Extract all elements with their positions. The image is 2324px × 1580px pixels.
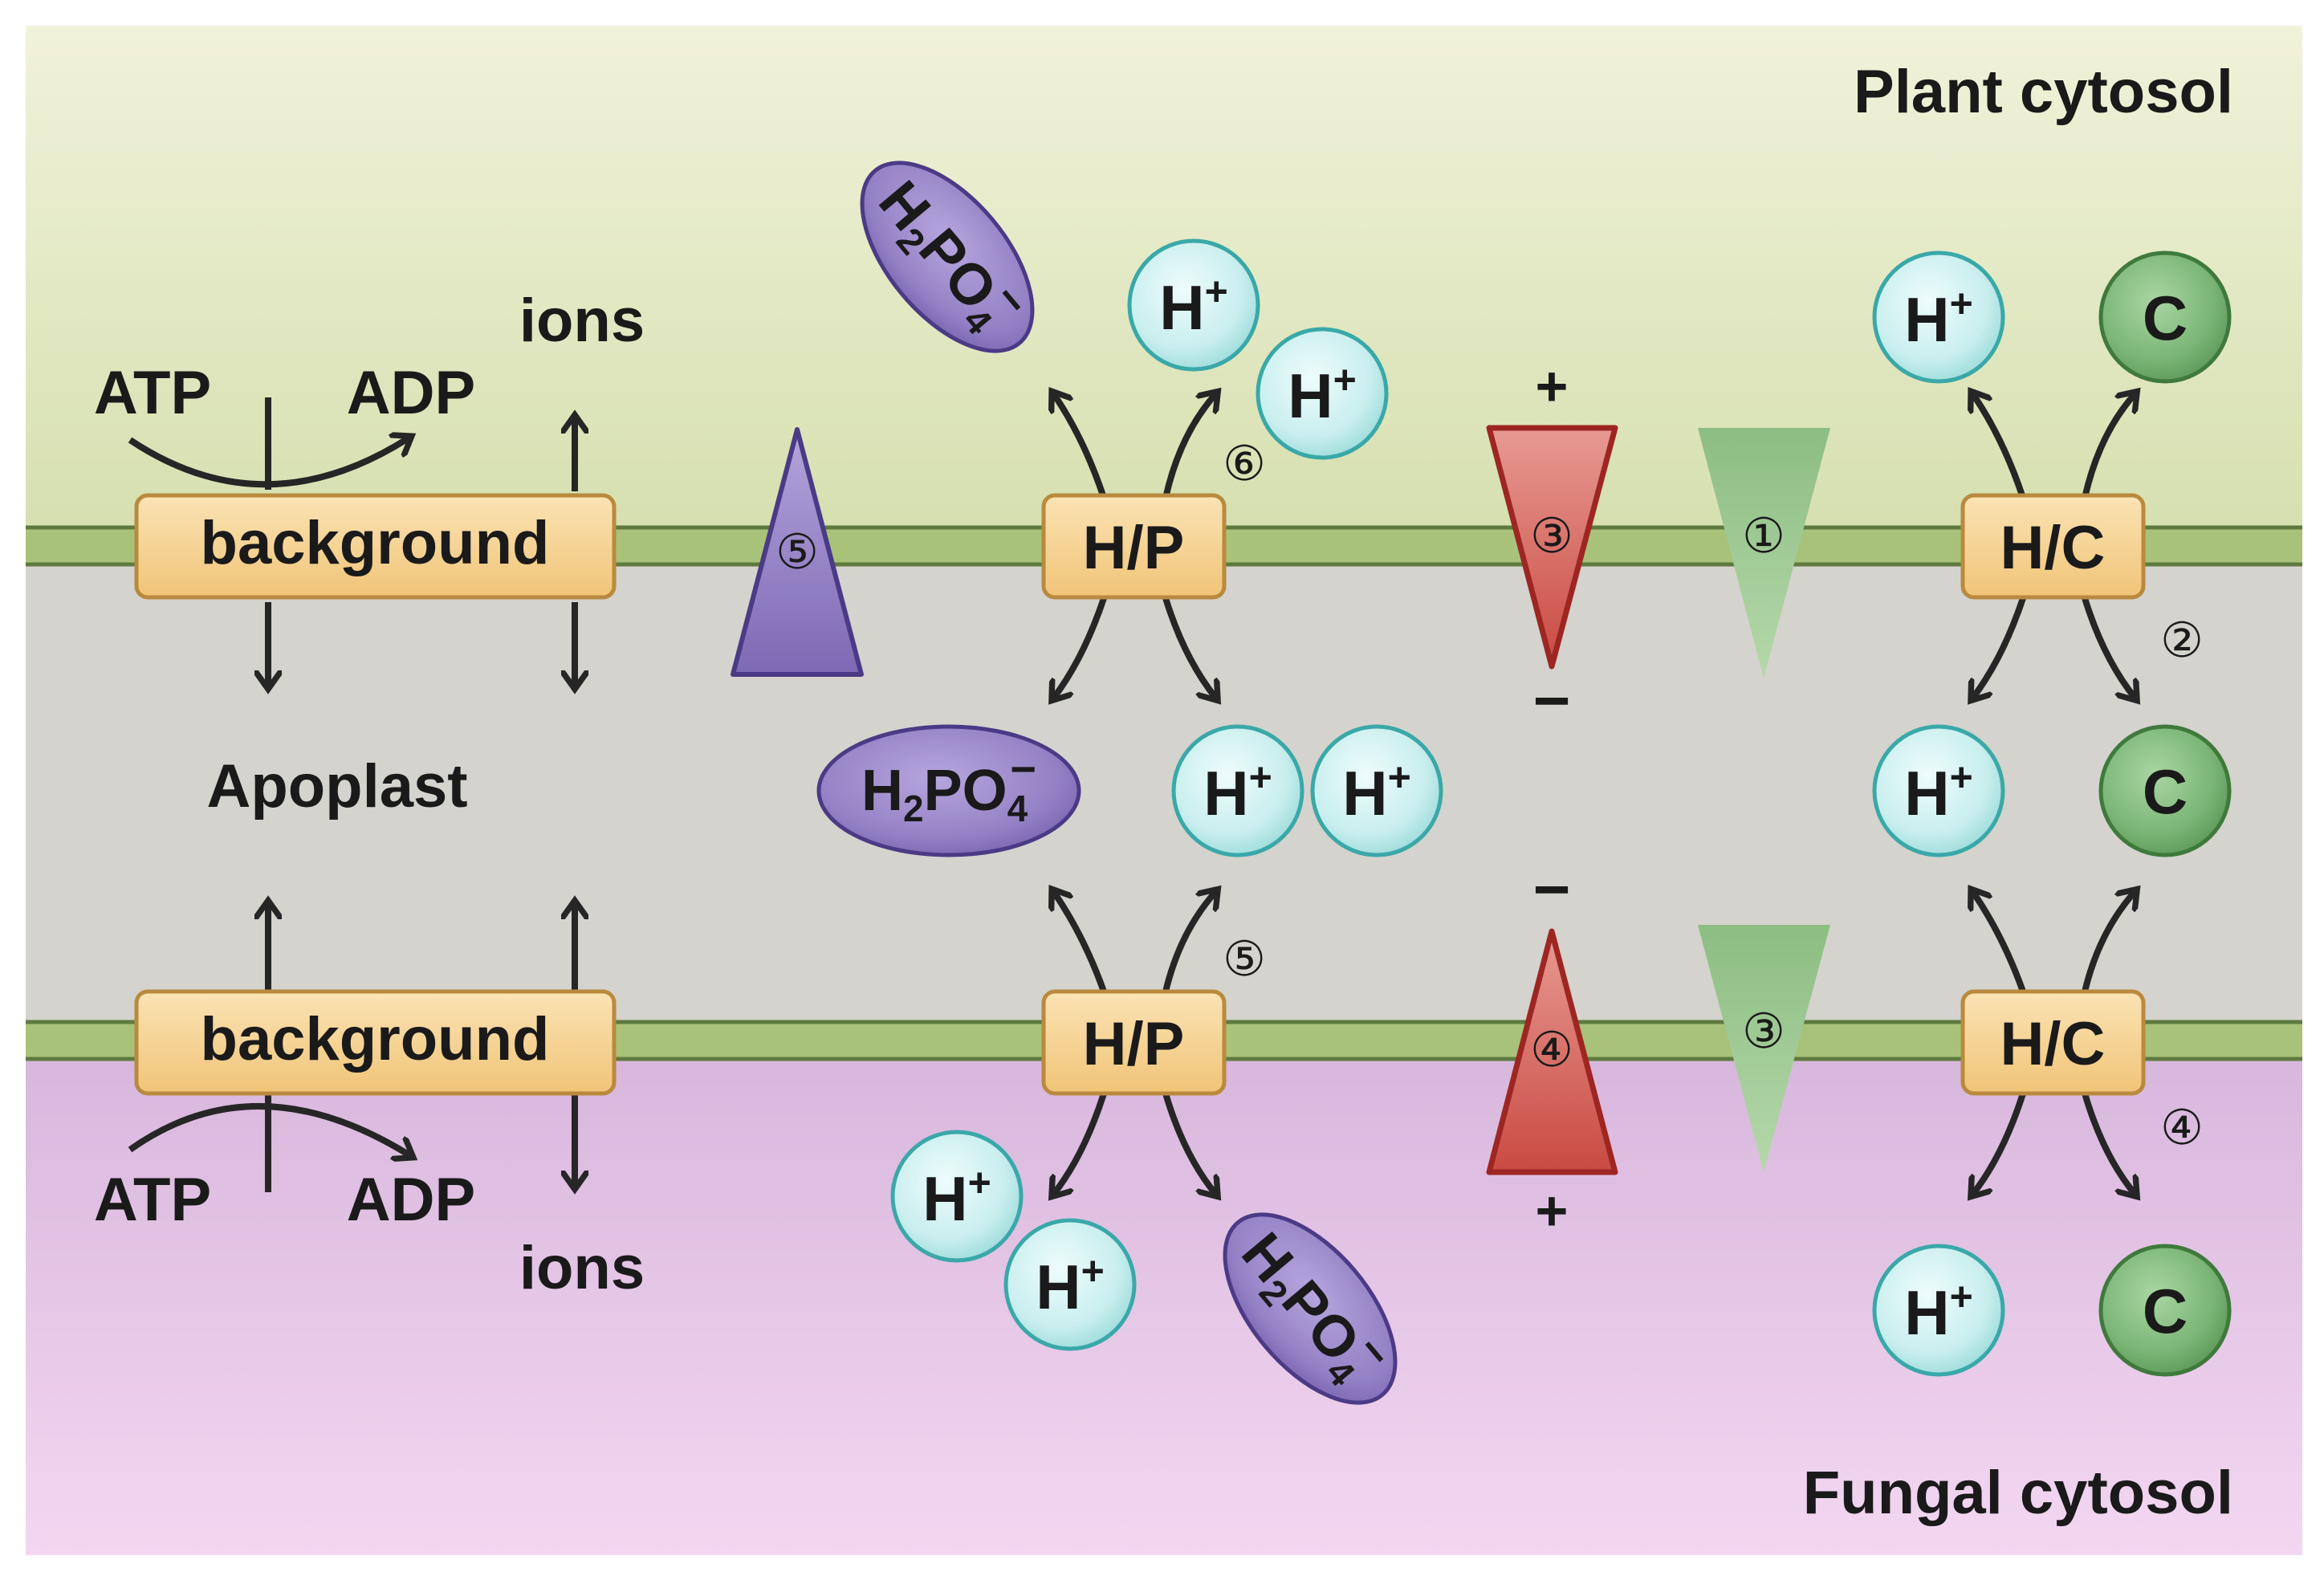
proton-hc-fungal: H+ bbox=[1872, 1244, 2005, 1377]
svg-text:H+: H+ bbox=[1904, 755, 1973, 829]
fungal-hc-label: H/C bbox=[2000, 1010, 2106, 1078]
phosphate-plant: H2PO4− bbox=[860, 161, 1040, 353]
svg-text:C: C bbox=[2143, 1276, 2188, 1346]
plant-ions-label: ions bbox=[519, 287, 645, 355]
plant-atpase-label: background bbox=[201, 509, 550, 577]
plant-hp-label: H/P bbox=[1083, 514, 1185, 582]
svg-text:C: C bbox=[2143, 283, 2188, 353]
fungal-hc-transporter bbox=[1960, 989, 2146, 1096]
svg-text:①: ① bbox=[1742, 508, 1785, 564]
fungal-adp-label: ADP bbox=[347, 1166, 475, 1234]
svg-text:H+: H+ bbox=[1288, 357, 1357, 431]
green-channel-plant: ① bbox=[1698, 428, 1830, 678]
proton-hc-plant: H+ bbox=[1872, 250, 2005, 384]
plant-atpase-transporter bbox=[134, 493, 617, 600]
svg-text:C: C bbox=[2143, 756, 2188, 827]
plant-adp-label: ADP bbox=[347, 359, 475, 427]
svg-text:H+: H+ bbox=[1203, 755, 1272, 829]
apoplast-label: Apoplast bbox=[206, 752, 467, 821]
fungal-atp-label: ATP bbox=[94, 1166, 211, 1234]
fungal-hp-arrows bbox=[1053, 891, 1216, 1195]
proton-apoplast-1: H+ bbox=[1171, 724, 1304, 857]
proton-plant-1: H+ bbox=[1127, 238, 1260, 372]
svg-text:H+: H+ bbox=[922, 1160, 991, 1234]
svg-text:④: ④ bbox=[1530, 1022, 1573, 1078]
svg-text:H+: H+ bbox=[1159, 269, 1228, 343]
plant-hc-label: H/C bbox=[2000, 514, 2106, 582]
phosphate-apoplast: H2PO4− bbox=[816, 724, 1081, 857]
phosphate-channel: ⑤ bbox=[731, 427, 864, 677]
fungal-hp-marker: ⑤ bbox=[1223, 931, 1266, 988]
fungal-atpase-arrows bbox=[128, 903, 575, 1192]
plant-atpase-arrows bbox=[128, 397, 575, 686]
green-channel-fungal: ③ bbox=[1698, 925, 1830, 1172]
svg-text:③: ③ bbox=[1530, 508, 1573, 564]
proton-apoplast-2: H+ bbox=[1310, 724, 1443, 857]
proton-plant-2: H+ bbox=[1256, 327, 1389, 460]
plant-hp-marker: ⑥ bbox=[1223, 436, 1266, 492]
fungal-hc-marker: ④ bbox=[2160, 1100, 2204, 1156]
plant-hc-transporter bbox=[1960, 493, 2146, 600]
plant-hp-transporter bbox=[1041, 493, 1227, 600]
proton-fungal-1: H+ bbox=[890, 1130, 1024, 1263]
plant-hc-arrows bbox=[1972, 393, 2135, 698]
proton-hc-apoplast: H+ bbox=[1872, 724, 2005, 857]
proton-fungal-2: H+ bbox=[1003, 1218, 1137, 1351]
potential-fungal-minus: − bbox=[1533, 853, 1571, 925]
carbon-apoplast: C bbox=[2098, 724, 2232, 857]
svg-text:H2PO4−: H2PO4− bbox=[861, 743, 1036, 829]
fungal-atpase-transporter bbox=[134, 989, 617, 1096]
plant-cytosol-label: Plant cytosol bbox=[1854, 58, 2233, 126]
fungal-ions-label: ions bbox=[519, 1234, 645, 1302]
carbon-plant: C bbox=[2098, 250, 2232, 384]
plant-hc-marker: ② bbox=[2160, 613, 2204, 669]
fungal-cytosol-label: Fungal cytosol bbox=[1803, 1459, 2233, 1527]
carbon-fungal: C bbox=[2098, 1244, 2232, 1377]
phosphate-fungal: H2PO4− bbox=[1223, 1212, 1402, 1405]
phosphate-channel-marker: ⑤ bbox=[775, 524, 819, 580]
fungal-hp-transporter bbox=[1041, 989, 1227, 1096]
svg-text:H+: H+ bbox=[1904, 281, 1973, 355]
red-channel-plant: ③ bbox=[1486, 425, 1618, 670]
fungal-hp-label: H/P bbox=[1083, 1010, 1185, 1078]
red-channel-fungal: ④ bbox=[1486, 928, 1618, 1175]
svg-text:H+: H+ bbox=[1342, 755, 1411, 829]
potential-plant-minus: − bbox=[1533, 665, 1571, 736]
plant-hp-arrows bbox=[1053, 393, 1216, 698]
fungal-atpase-label: background bbox=[201, 1005, 550, 1073]
fungal-hc-arrows bbox=[1972, 891, 2135, 1195]
svg-text:H+: H+ bbox=[1036, 1248, 1105, 1322]
svg-text:③: ③ bbox=[1742, 1004, 1785, 1060]
plant-atp-label: ATP bbox=[94, 359, 211, 427]
svg-text:H+: H+ bbox=[1904, 1274, 1973, 1348]
potential-fungal-plus: + bbox=[1536, 1179, 1569, 1242]
potential-plant-plus: + bbox=[1536, 355, 1569, 417]
